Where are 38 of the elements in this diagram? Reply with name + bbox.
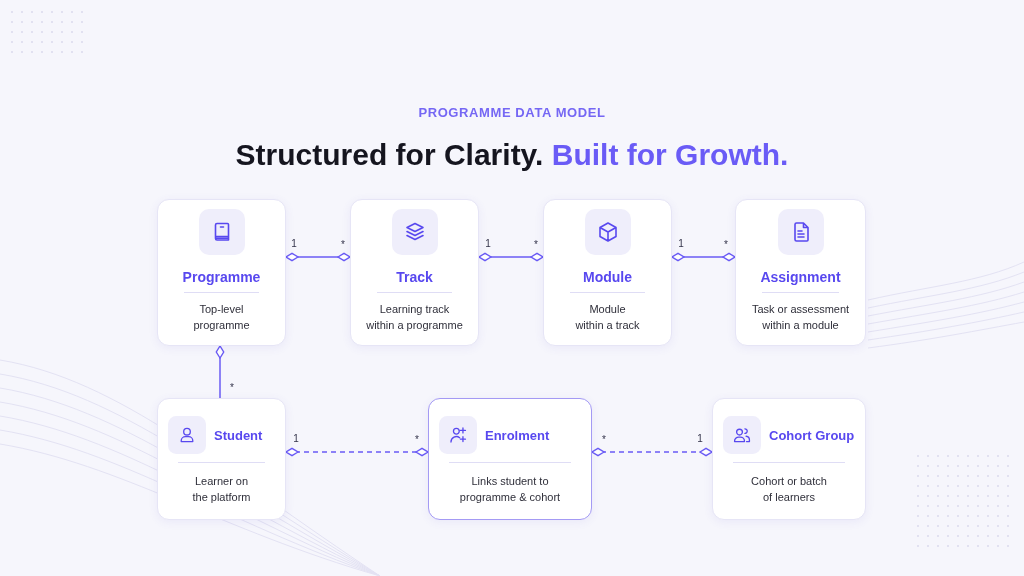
entity-name: Cohort Group [769,427,855,445]
association-line [591,447,713,457]
entity-name: Assignment [760,268,841,286]
association-line [478,252,544,262]
association-line [671,252,736,262]
entity-card [712,398,866,520]
entity-card [543,199,672,346]
multiplicity-label: * [415,433,419,445]
subtitle: PROGRAMME DATA MODEL [418,104,606,120]
association-line [285,447,429,457]
entity-card [428,398,592,520]
entity-card [735,199,866,346]
association-line [215,345,225,399]
entity-name: Module [583,268,632,286]
multiplicity-label: * [724,238,728,250]
entity-name: Enrolment [485,427,550,445]
multiplicity-label: * [230,381,234,393]
entity-description: Module within a track [574,302,641,333]
entity-description: Learner on the platform [191,474,252,505]
entity-description: Learning track within a programme [365,302,464,333]
association-line [285,252,351,262]
entity-name: Track [396,268,433,286]
entity-card [157,199,286,346]
entity-name: Student [214,427,263,445]
multiplicity-label: * [534,238,538,250]
entity-description: Task or assessment within a module [750,302,851,333]
entity-description: Top-level programme [192,302,251,333]
multiplicity-label: 1 [293,432,299,444]
multiplicity-label: * [602,433,606,445]
multiplicity-label: 1 [697,432,703,444]
entity-description: Cohort or batch of learners [750,474,828,505]
entity-name: Programme [182,268,261,286]
title: Structured for Clarity. Built for Growth. [235,137,789,173]
entity-card [350,199,479,346]
multiplicity-label: * [341,238,345,250]
entity-description: Links student to programme & cohort [458,474,562,505]
entity-card [157,398,286,520]
multiplicity-label: 1 [291,237,297,249]
